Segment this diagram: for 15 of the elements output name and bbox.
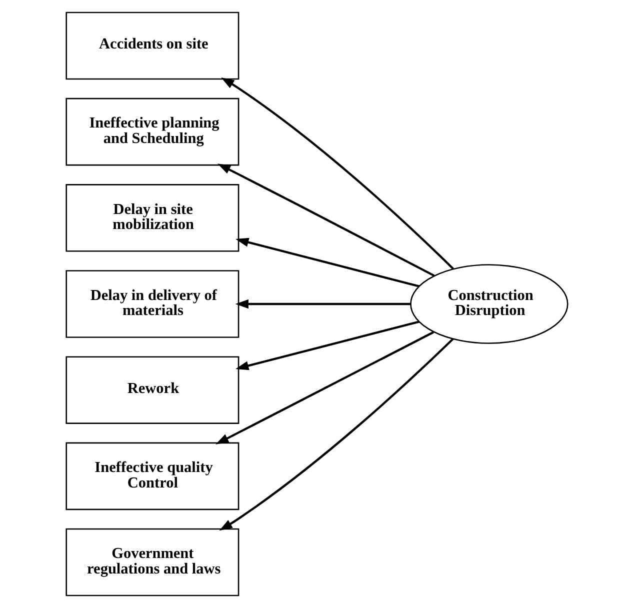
node-box: Delay in site mobilization xyxy=(66,184,240,252)
node-box: Accidents on site xyxy=(66,12,240,80)
arrow xyxy=(236,238,420,288)
arrow xyxy=(217,164,435,277)
arrow xyxy=(221,77,454,270)
node-box: Ineffective planning and Scheduling xyxy=(66,98,240,166)
node-box: Delay in delivery of materials xyxy=(66,270,240,338)
arrow xyxy=(216,331,434,444)
node-ellipse: Construction Disruption xyxy=(410,264,568,344)
node-box: Government regulations and laws xyxy=(66,528,240,596)
arrow xyxy=(219,338,454,531)
node-box: Ineffective quality Control xyxy=(66,442,240,510)
arrow xyxy=(235,299,410,309)
arrow xyxy=(236,320,420,370)
node-box: Rework xyxy=(66,356,240,424)
